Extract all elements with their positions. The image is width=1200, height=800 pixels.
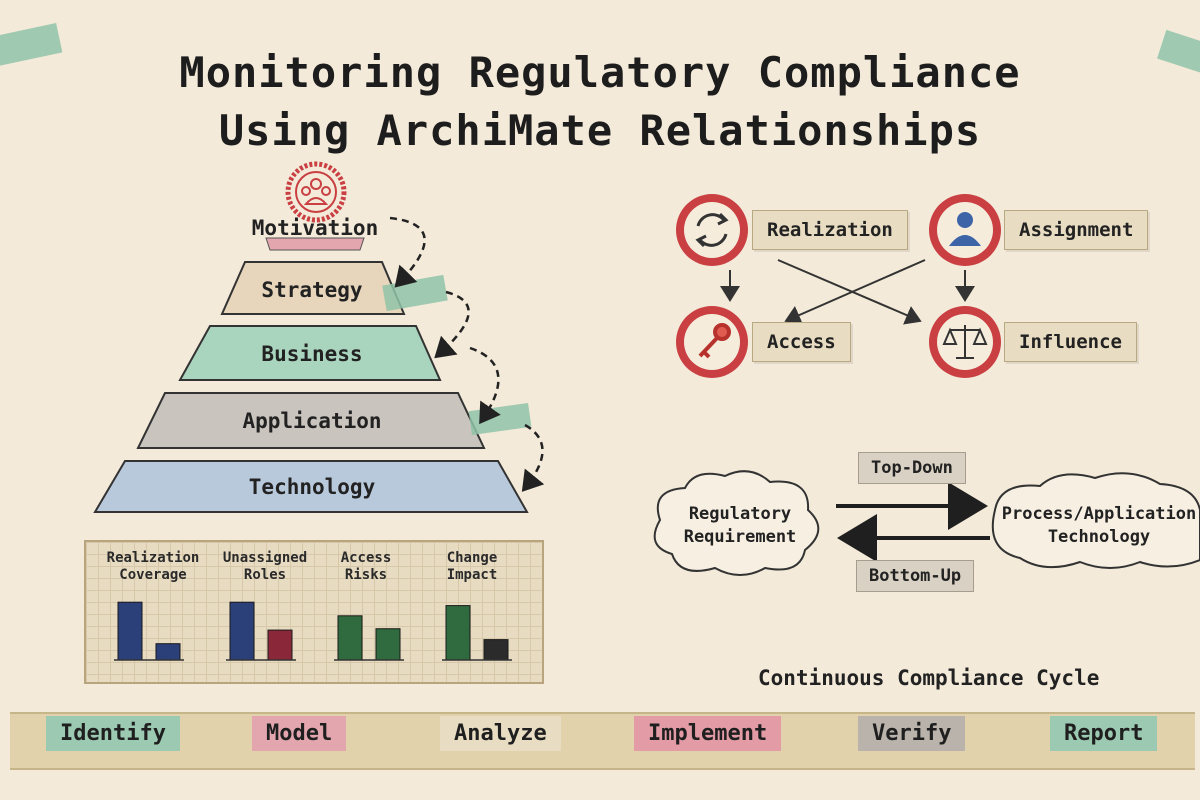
- layer-business-shape: [178, 325, 442, 381]
- arrow-strategy-business: [434, 290, 470, 359]
- cycle-step-verify: Verify: [858, 716, 966, 751]
- tape-application: [468, 402, 532, 436]
- pyramid-diagram: [93, 161, 545, 513]
- motivation-badge: [285, 161, 347, 223]
- medallion-realization: [676, 194, 748, 266]
- arrow-realization-influence: [777, 259, 922, 325]
- layer-label-technology: Technology: [248, 475, 376, 499]
- relationship-label-realization: Realization: [752, 210, 908, 250]
- arrow-assignment-access: [784, 259, 926, 325]
- chart-category-label-4: Change Impact: [446, 550, 498, 583]
- medallion-assignment: [929, 194, 1001, 266]
- chart-category-label-3: Access Risks: [340, 550, 392, 583]
- cycle-step-identify: Identify: [46, 716, 180, 751]
- cloud-process-line1: Process/Application: [1001, 504, 1197, 524]
- cycle-step-analyze: Analyze: [440, 716, 561, 751]
- cycle-strip: [10, 712, 1195, 770]
- layer-label-application: Application: [242, 409, 382, 433]
- relationship-label-assignment: Assignment: [1004, 210, 1149, 250]
- arrow-business-application: [469, 346, 501, 425]
- people-group-icon: [301, 178, 331, 205]
- cycle-step-model: Model: [252, 716, 347, 751]
- cloud-regulatory-line2: Requirement: [683, 527, 797, 547]
- page-title-line1: Monitoring Regulatory Compliance: [179, 48, 1021, 97]
- layer-label-business: Business: [261, 342, 363, 366]
- layer-motivation-shape: [265, 237, 365, 251]
- layer-application-shape: [136, 392, 486, 449]
- layer-strategy-shape: [220, 261, 406, 315]
- cloud-process: [991, 472, 1200, 569]
- layer-technology-shape: [93, 460, 529, 513]
- chart-bar-3-1: [337, 615, 363, 661]
- cloud-process-line2: Technology: [1047, 527, 1151, 547]
- person-icon: [949, 212, 981, 246]
- relationship-diagram: [676, 194, 1001, 378]
- layer-label-motivation: Motivation: [251, 216, 379, 240]
- cycle-title: Continuous Compliance Cycle: [758, 666, 1100, 690]
- metrics-bar-chart: [114, 601, 512, 661]
- relationship-label-access: Access: [752, 322, 851, 362]
- key-icon: [698, 323, 731, 359]
- flow-label-bottom-up: Bottom-Up: [856, 560, 975, 592]
- cycle-step-report: Report: [1050, 716, 1158, 751]
- cycle-step-implement: Implement: [634, 716, 782, 751]
- chart-bar-1-2: [155, 643, 181, 661]
- arrow-motivation-strategy: [389, 216, 426, 288]
- cycle-arrows-icon: [695, 212, 729, 248]
- chart-bar-3-2: [375, 628, 401, 661]
- cloud-regulatory-line1: Regulatory: [688, 504, 792, 524]
- scales-icon: [942, 325, 988, 359]
- chart-category-label-1: Realization Coverage: [106, 550, 200, 583]
- chart-bar-2-1: [229, 601, 255, 661]
- flow-diagram: [653, 470, 1200, 576]
- chart-bar-1-1: [117, 601, 143, 661]
- relationship-label-influence: Influence: [1004, 322, 1137, 362]
- arrow-application-technology: [521, 423, 545, 492]
- chart-bar-4-1: [445, 605, 471, 661]
- chart-category-label-2: Unassigned Roles: [222, 550, 308, 583]
- chart-bar-2-2: [267, 629, 293, 661]
- page-title-line2: Using ArchiMate Relationships: [218, 106, 982, 155]
- flow-label-top-down: Top-Down: [858, 452, 966, 484]
- layer-label-strategy: Strategy: [261, 278, 363, 302]
- cloud-regulatory: [653, 470, 820, 576]
- chart-bar-4-2: [483, 639, 509, 661]
